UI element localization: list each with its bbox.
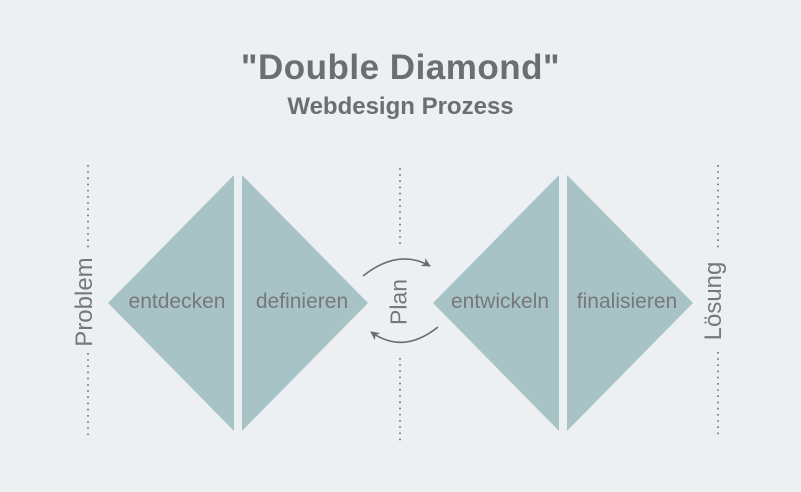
diamond-segment-entdecken bbox=[108, 175, 234, 431]
diamond-segment-definieren bbox=[242, 175, 368, 431]
stage-label-entwickeln: entwickeln bbox=[450, 290, 550, 313]
stage-label-finalisieren: finalisieren bbox=[576, 290, 678, 313]
page-subtitle: Webdesign Prozess bbox=[287, 92, 514, 120]
center-label-plan: Plan bbox=[385, 274, 413, 330]
page-title: "Double Diamond" bbox=[240, 48, 561, 87]
diamond-segment-entwickeln bbox=[433, 175, 559, 431]
cycle-arrow-bottom-icon bbox=[370, 326, 439, 344]
axis-label-loesung: Lösung bbox=[700, 255, 728, 347]
header: "Double Diamond" Webdesign Prozess bbox=[0, 48, 801, 120]
diamond-segment-finalisieren bbox=[567, 175, 693, 431]
axis-label-problem: Problem bbox=[71, 251, 99, 353]
cycle-arrow-top-icon bbox=[362, 258, 431, 277]
stage-label-definieren: definieren bbox=[255, 290, 349, 313]
stage-label-entdecken: entdecken bbox=[128, 290, 226, 313]
